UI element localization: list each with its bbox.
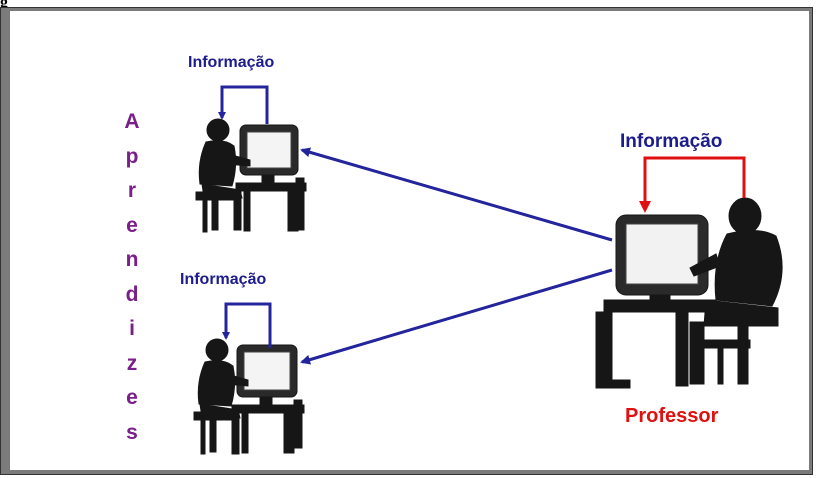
- vertical-letter: i: [129, 317, 135, 340]
- arrow-to-learner-bottom: [300, 268, 613, 365]
- vertical-letter: d: [125, 282, 139, 306]
- arrow-to-learner-top: [300, 147, 613, 242]
- professor-computer-icon: [595, 197, 783, 389]
- vertical-letter: e: [126, 213, 138, 237]
- learner-bottom-computer-icon: [193, 338, 305, 455]
- vertical-letter: r: [127, 179, 137, 202]
- info-label-bottom: Informação: [180, 271, 267, 288]
- learner-bottom-self-loop: [222, 302, 272, 348]
- vertical-letter: n: [125, 248, 139, 271]
- info-label-professor: Informação: [620, 131, 723, 152]
- vertical-letter: z: [126, 351, 138, 375]
- professor-label: Professor: [625, 405, 719, 427]
- vertical-word-aprendizes: A p r e n d i z e s: [112, 105, 152, 450]
- professor-self-loop: [639, 156, 746, 213]
- caption-fragment: g: [0, 0, 8, 11]
- vertical-letter: s: [126, 420, 138, 444]
- info-label-top: Informação: [188, 54, 275, 71]
- learner-top-computer-icon: [195, 118, 307, 233]
- vertical-letter: p: [125, 144, 139, 168]
- vertical-letter: e: [126, 386, 138, 409]
- learner-top-self-loop: [218, 85, 269, 124]
- vertical-letter: A: [124, 110, 140, 133]
